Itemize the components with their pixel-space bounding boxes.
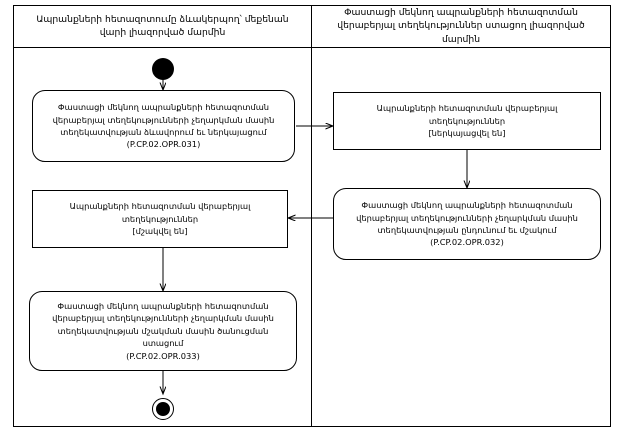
activity-node-opr-031-text: Փաստացի մեկնող ապրանքների հետազոտման վեր… [52,102,275,137]
object-node-annulled-state: [մշակվել են] [132,226,188,237]
object-node-presented-state: [ներկայացվել են] [428,128,506,139]
lane-header-rule-right [311,47,611,48]
activity-node-opr-031[interactable]: Փաստացի մեկնող ապրանքների հետազոտման վեր… [32,90,295,162]
activity-node-opr-033-text: Փաստացի մեկնող ապրանքների հետազոտման վեր… [52,300,274,349]
initial-node[interactable] [152,58,174,80]
object-node-annulled[interactable]: Ապրանքների հետազոտման վերաբերյալ տեղեկու… [32,190,288,248]
activity-node-opr-033[interactable]: Փաստացի մեկնող ապրանքների հետազոտման վեր… [29,291,297,371]
object-node-annulled-text: Ապրանքների հետազոտման վերաբերյալ տեղեկու… [69,201,251,224]
object-node-presented[interactable]: Ապրանքների հետազոտման վերաբերյալ տեղեկու… [333,92,601,150]
activity-node-opr-032[interactable]: Փաստացի մեկնող ապրանքների հետազոտման վեր… [333,188,601,260]
activity-node-opr-032-text: Փաստացի մեկնող ապրանքների հետազոտման վեր… [356,200,578,235]
swimlane-divider [311,5,312,427]
final-node[interactable] [152,398,174,420]
object-node-presented-text: Ապրանքների հետազոտման վերաբերյալ տեղեկու… [376,103,558,126]
activity-node-opr-033-code: (P.CP.02.OPR.033) [126,350,200,361]
lane-title-right: Փաստացի մեկնող ապրանքների հետազոտման վեր… [337,6,585,45]
activity-node-opr-032-code: (P.CP.02.OPR.032) [430,237,504,248]
lane-title-left: Ապրանքների հետազոտումը ձևակերպող՝ մեքենա… [36,13,289,38]
activity-node-opr-031-code: (P.CP.02.OPR.031) [126,139,201,150]
lane-header-rule-left [13,47,312,48]
